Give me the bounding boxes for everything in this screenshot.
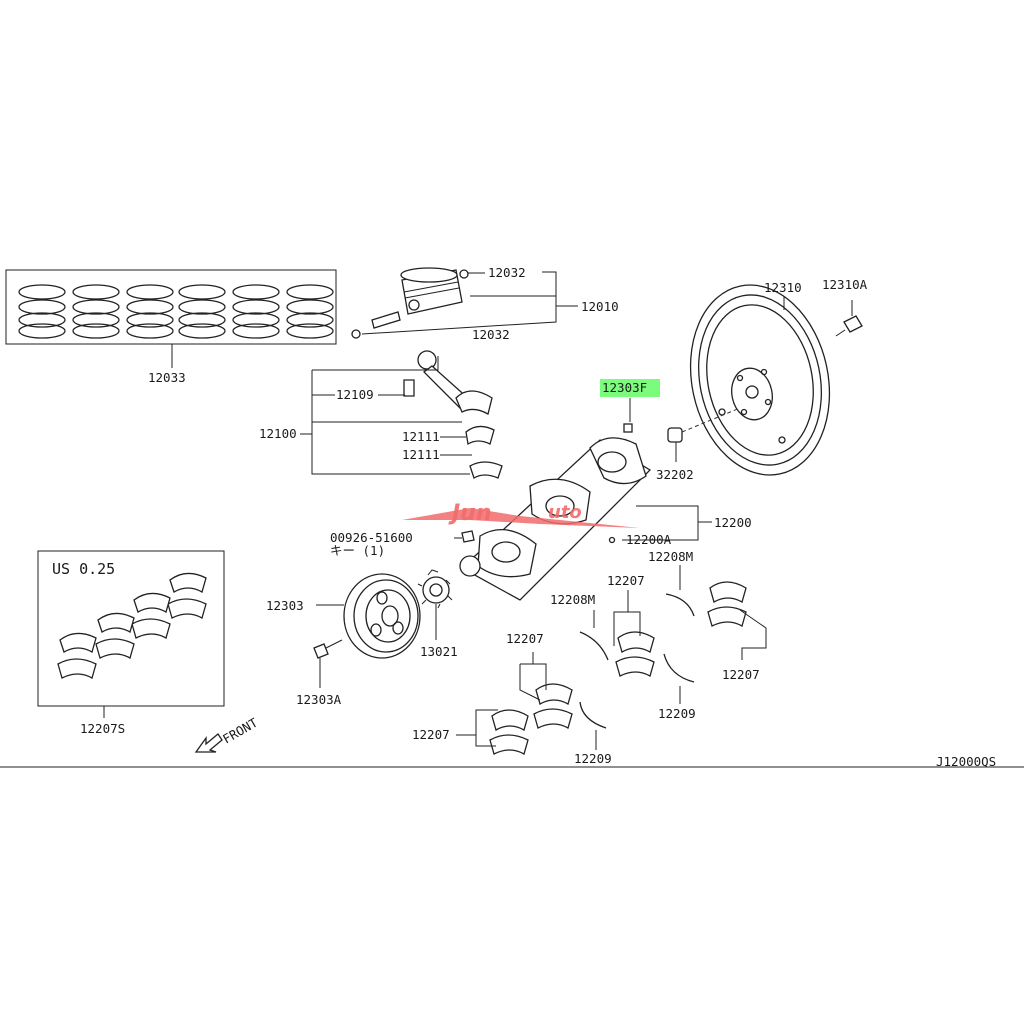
label-front: FRONT	[220, 715, 260, 747]
label-12109[interactable]: 12109	[336, 387, 374, 402]
label-12209-a[interactable]: 12209	[658, 706, 696, 721]
rod-bolt	[403, 379, 415, 397]
ring-stack-1	[18, 284, 66, 339]
label-12207-d[interactable]: 12207	[412, 727, 450, 742]
snap-ring-top	[459, 269, 469, 279]
snap-ring-bottom	[351, 329, 361, 339]
rod-bearing-upper	[465, 425, 495, 446]
pilot-bushing	[667, 407, 741, 462]
label-12310A[interactable]: 12310A	[822, 277, 868, 292]
label-12310[interactable]: 12310	[764, 280, 802, 295]
piston-ring-set-box	[5, 269, 337, 368]
crankshaft-leaders	[608, 505, 712, 544]
crank-pulley-icon	[343, 573, 421, 659]
label-12200A[interactable]: 12200A	[626, 532, 672, 547]
diagram-code: J12000QS	[936, 754, 996, 769]
watermark-logo: Jun uto	[402, 501, 640, 528]
label-12032-bottom[interactable]: 12032	[472, 327, 510, 342]
label-12207-a[interactable]: 12207	[607, 573, 645, 588]
bearing-leaders	[456, 565, 767, 750]
main-bearings	[489, 581, 747, 755]
label-12303F[interactable]: 12303F	[602, 380, 647, 395]
crank-pin-plug	[623, 423, 633, 433]
label-12208M-b[interactable]: 12208M	[648, 549, 693, 564]
label-00926-51600[interactable]: 00926-51600	[330, 530, 413, 545]
piston-pin	[371, 311, 401, 329]
label-12111-a[interactable]: 12111	[402, 429, 440, 444]
undersize-bearing-box	[37, 550, 225, 718]
label-12111-b[interactable]: 12111	[402, 447, 440, 462]
label-12207S[interactable]: 12207S	[80, 721, 125, 736]
flywheel-bolt	[835, 300, 863, 337]
label-12303F-group	[600, 379, 660, 422]
ring-stack-6	[286, 284, 334, 339]
flywheel-icon	[689, 284, 831, 476]
piston-leaders	[361, 271, 578, 335]
label-12303[interactable]: 12303	[266, 598, 304, 613]
label-12032-top[interactable]: 12032	[488, 265, 526, 280]
con-rod-leaders	[300, 356, 472, 475]
label-12209-b[interactable]: 12209	[574, 751, 612, 766]
label-13021[interactable]: 13021	[420, 644, 458, 659]
ring-stack-5	[232, 284, 280, 339]
label-12200[interactable]: 12200	[714, 515, 752, 530]
label-12033[interactable]: 12033	[148, 370, 186, 385]
label-12100[interactable]: 12100	[259, 426, 297, 441]
crank-sprocket-icon	[417, 569, 453, 640]
woodruff-key	[454, 530, 475, 543]
label-highlight	[600, 379, 660, 397]
label-12207-c[interactable]: 12207	[722, 667, 760, 682]
label-32202[interactable]: 32202	[656, 467, 694, 482]
piston-icon	[351, 267, 469, 339]
label-12207-b[interactable]: 12207	[506, 631, 544, 646]
connecting-rod-icon	[403, 350, 503, 479]
watermark-suffix: uto	[548, 502, 582, 523]
label-12010[interactable]: 12010	[581, 299, 619, 314]
label-12303A[interactable]: 12303A	[296, 692, 342, 707]
label-12208M-a[interactable]: 12208M	[550, 592, 595, 607]
ring-stack-3	[126, 284, 174, 339]
pulley-bolt	[313, 639, 343, 688]
rod-bearing-lower	[469, 461, 503, 479]
label-key-qty: キー (1)	[330, 543, 385, 558]
watermark-text: Jun	[448, 501, 492, 526]
ring-stack-2	[72, 284, 120, 339]
front-arrow-icon	[194, 733, 223, 753]
thrust-washers	[579, 593, 695, 729]
ring-stack-4	[178, 284, 226, 339]
label-us-0-25: US 0.25	[52, 560, 115, 578]
